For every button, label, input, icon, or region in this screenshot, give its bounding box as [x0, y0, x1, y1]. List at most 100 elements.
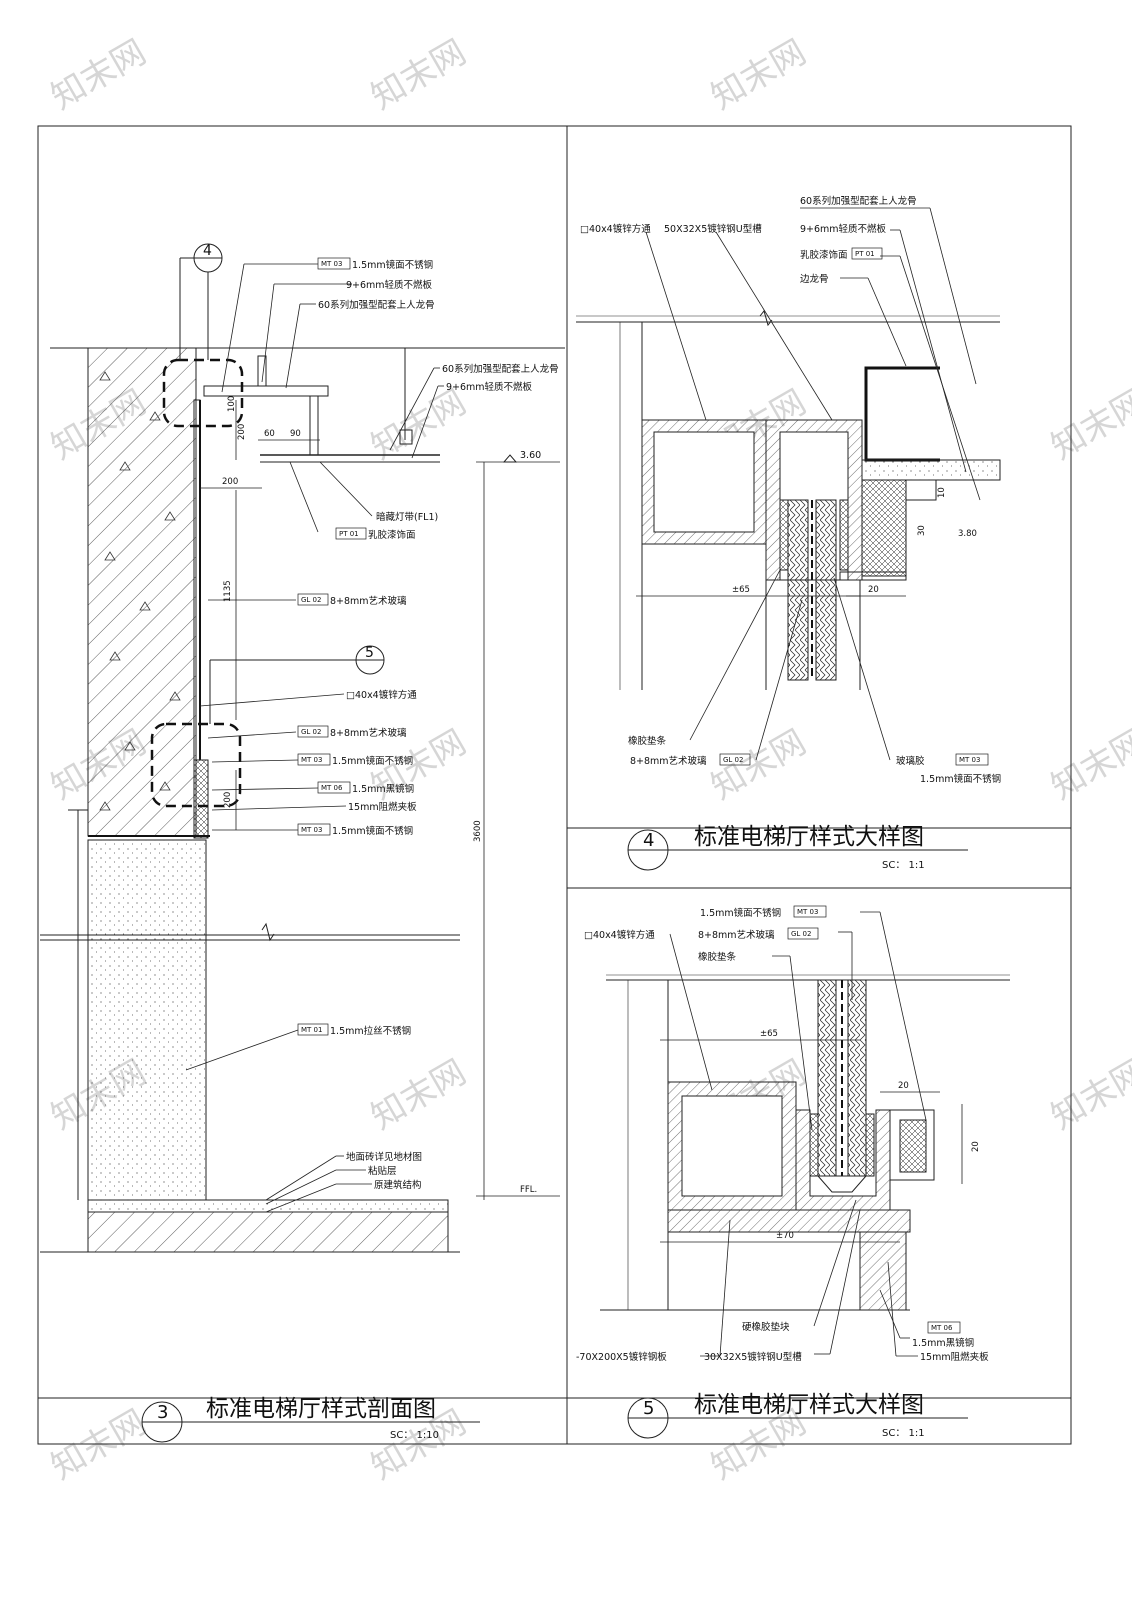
panel-3-section: 4 5 200 200 60 90 1135 200 360: [40, 243, 565, 1443]
panel-5-dim-20-b: 20: [971, 1141, 981, 1152]
watermark-text: 知末网: [1045, 722, 1132, 808]
label-keel-60-b: 60系列加强型配套上人龙骨: [442, 363, 559, 375]
label-l15: MT 01 1.5mm拉丝不锈钢: [297, 1023, 411, 1037]
callout-box-4: [162, 358, 244, 428]
callout-4-number: 4: [203, 243, 212, 259]
tag-gl02: GL 02: [791, 930, 811, 938]
tag-mt03: MT 03: [959, 756, 980, 764]
p4-label-rubber-strip: 橡胶垫条: [628, 735, 667, 747]
p4-label-glass-sealant: 玻璃胶: [896, 755, 925, 767]
concrete-aggregate: [99, 371, 181, 811]
p5-label-b1: 1.5mm镜面不锈钢 MT 03: [700, 905, 827, 919]
p5-label-art-glass: 8+8mm艺术玻璃: [698, 929, 775, 941]
p4-label-mirror-stainless: 1.5mm镜面不锈钢: [920, 773, 1001, 785]
tag-mt06: MT 06: [321, 784, 343, 792]
panel-4-number: 4: [643, 830, 654, 851]
panel-4-title: 标准电梯厅样式大样图: [694, 824, 924, 850]
label-art-glass-b: 8+8mm艺术玻璃: [330, 727, 407, 739]
panel-4-detail: 3.80 10 30 ±65 20 □40x4镀锌方通 50X32X5镀锌钢U型…: [576, 195, 1001, 871]
p5-label-b3: 8+8mm艺术玻璃 GL 02: [698, 927, 819, 941]
dim-200-c: 200: [223, 792, 233, 808]
p5-label-square-tube: □40x4镀锌方通: [584, 929, 655, 941]
dim-200-b: 200: [222, 477, 238, 487]
label-floor-tile: 地面砖详见地材图: [346, 1151, 422, 1163]
tag-mt03: MT 03: [301, 826, 322, 834]
detail-callout-4: 4: [179, 243, 223, 360]
p4-label-art-glass: 8+8mm艺术玻璃: [630, 755, 707, 767]
p5-label-rubber-strip: 橡胶垫条: [698, 951, 737, 963]
watermark-text: 知末网: [365, 32, 473, 118]
concrete-wall: [87, 347, 197, 837]
label-square-tube: □40x4镀锌方通: [346, 689, 417, 701]
art-glass-layer-a: [787, 499, 809, 681]
label-nonflammable-board: 9+6mm轻质不燃板: [346, 279, 433, 291]
watermark-text: 知末网: [1045, 382, 1132, 468]
label-black-mirror-steel: 1.5mm黑镜钢: [352, 783, 414, 795]
tag-mt03: MT 03: [301, 756, 322, 764]
panel-4-title-block: 4 标准电梯厅样式大样图 SC： 1:1: [627, 824, 968, 871]
p4-label-square-tube: □40x4镀锌方通: [580, 223, 651, 235]
p4-label-u-channel: 50X32X5镀锌钢U型槽: [664, 223, 762, 235]
dim-90: 90: [290, 429, 301, 439]
dimension-lines: [200, 400, 560, 1200]
edge-keel: [864, 366, 940, 462]
label-art-glass: 8+8mm艺术玻璃: [330, 595, 407, 607]
label-brushed-stainless: 1.5mm拉丝不锈钢: [330, 1025, 411, 1037]
stainless-wall-cladding: [87, 839, 207, 1201]
label-l11: MT 03 1.5mm镜面不锈钢: [297, 753, 413, 767]
p5-label-black-mirror-steel: 1.5mm黑镜钢: [912, 1337, 974, 1349]
floor-slab: [87, 1211, 449, 1253]
label-l7: PT 01 乳胶漆饰面: [335, 527, 416, 541]
label-original-structure: 原建筑结构: [374, 1179, 422, 1191]
panel-3-title: 标准电梯厅样式剖面图: [206, 1396, 436, 1422]
level-marker: [502, 454, 518, 463]
p5-hard-rubber-block: [816, 1175, 868, 1193]
label-l8: GL 02 8+8mm艺术玻璃: [297, 593, 407, 607]
panel-5-scale: SC： 1:1: [882, 1428, 925, 1439]
watermark-text: 知末网: [45, 1402, 153, 1488]
panel-5-dim-65: ±65: [760, 1029, 778, 1039]
sheet-frame: [37, 125, 1072, 1445]
callout-5-number: 5: [365, 645, 374, 661]
nonflammable-board-layer: [861, 459, 1001, 481]
tag-gl02: GL 02: [301, 728, 321, 736]
watermark-text: 知末网: [365, 1052, 473, 1138]
label-mirror-stainless-b: 1.5mm镜面不锈钢: [332, 755, 413, 767]
level-ffl: FFL.: [520, 1185, 537, 1195]
rubber-strip-right: [839, 499, 849, 571]
panel-5-dim-20-a: 20: [898, 1081, 909, 1091]
panel-4-dim-65: ±65: [732, 585, 750, 595]
p5-rubber-strip-left: [809, 1113, 819, 1177]
panel-4-dim-30: 30: [917, 525, 927, 536]
tag-pt01: PT 01: [855, 250, 875, 258]
p5-label-u-channel-30: 30X32X5镀锌钢U型槽: [704, 1351, 802, 1363]
dim-3600: 3600: [473, 820, 483, 842]
floor-tile-layer: [87, 1199, 449, 1213]
p4-label-nonflammable-board: 9+6mm轻质不燃板: [800, 223, 887, 235]
level-3-60: 3.60: [520, 450, 541, 461]
panel-4-level-380: 3.80: [958, 529, 977, 539]
label-bonding-layer: 粘贴层: [368, 1165, 397, 1177]
wall-base-trim: [193, 759, 209, 839]
p4-label-latex-paint: 乳胶漆饰面: [800, 249, 848, 261]
detail-callout-5: 5: [209, 645, 385, 724]
p4-label-a9: 玻璃胶 MT 03: [896, 753, 989, 767]
panel-5-leaders: [669, 911, 927, 1357]
tag-pt01: PT 01: [339, 530, 359, 538]
panel-5-number: 5: [643, 1398, 654, 1419]
panel-3-leaders: [185, 263, 444, 1213]
tag-mt03: MT 03: [797, 908, 818, 916]
p4-label-a8: 8+8mm艺术玻璃 GL 02: [630, 753, 751, 767]
tag-mt03: MT 03: [321, 260, 342, 268]
panel-4-dim-10: 10: [937, 487, 947, 498]
label-l10: GL 02 8+8mm艺术玻璃: [297, 725, 407, 739]
tag-gl02: GL 02: [723, 756, 743, 764]
label-nonflammable-board-b: 9+6mm轻质不燃板: [446, 381, 533, 393]
plywood-block: [861, 479, 907, 577]
panel-5-dim-70: ±70: [776, 1231, 794, 1241]
tag-mt06: MT 06: [931, 1324, 953, 1332]
watermark-text: 知末网: [705, 32, 813, 118]
p4-label-keel-60: 60系列加强型配套上人龙骨: [800, 195, 917, 207]
rubber-strip-left: [779, 499, 789, 571]
